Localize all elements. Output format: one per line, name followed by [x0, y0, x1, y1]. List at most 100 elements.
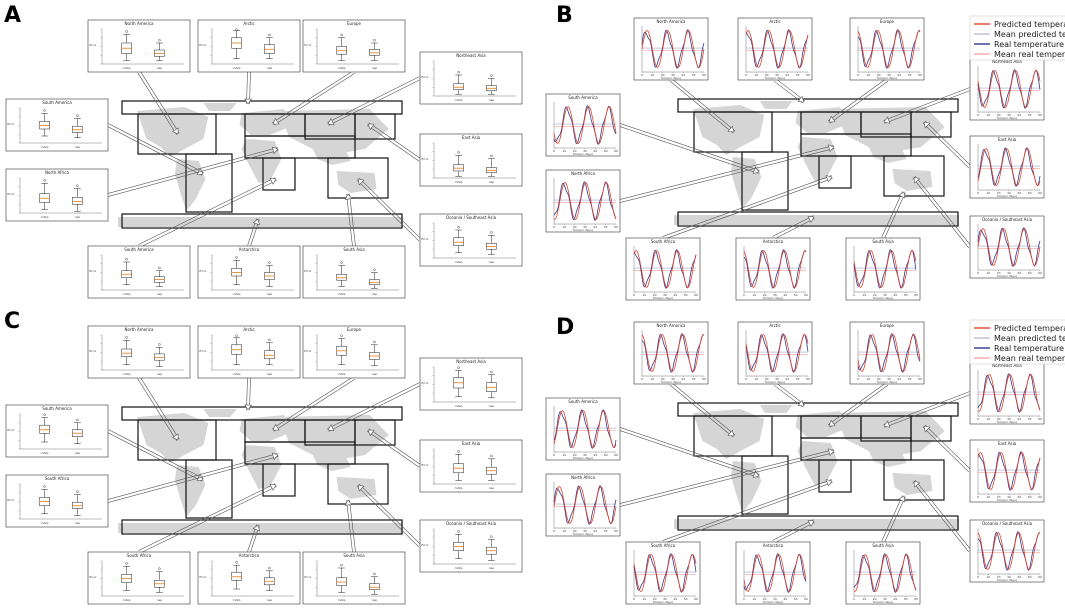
- x-tick-label: mAtp: [455, 566, 463, 570]
- map-land: [239, 415, 289, 441]
- arrow-head: [827, 448, 835, 457]
- y-axis-label: Error: [89, 43, 97, 47]
- outlier: [457, 450, 460, 453]
- map-land: [203, 409, 237, 417]
- x-tick-label: 50: [1028, 495, 1032, 499]
- subplot-title: South Africa: [127, 553, 152, 558]
- x-tick-label: 40: [593, 453, 597, 457]
- x-tick-label: 30: [887, 377, 891, 381]
- x-tick-label: 50: [1028, 271, 1032, 275]
- outlier: [43, 179, 46, 182]
- x-tick-label: mAtp: [233, 292, 241, 296]
- arrow-head: [828, 419, 836, 427]
- map-land: [759, 101, 793, 109]
- x-tick-label: 60: [614, 149, 618, 153]
- x-tick-label: 20: [997, 113, 1001, 117]
- outlier: [158, 39, 161, 42]
- x-tick-label: 30: [773, 293, 777, 297]
- outlier: [158, 343, 161, 346]
- world-map: [674, 405, 959, 529]
- arrow-line: [246, 71, 248, 104]
- arrow-head: [807, 519, 815, 527]
- x-tick-label: nap: [372, 292, 378, 296]
- x-tick-label: 40: [681, 73, 685, 77]
- arrow-line: [108, 123, 204, 173]
- outlier: [268, 261, 271, 264]
- map-land: [892, 169, 933, 191]
- predicted-temperature-line: [857, 334, 921, 372]
- x-tick-label: mAtp: [338, 372, 346, 376]
- arrow-line: [620, 148, 835, 203]
- x-tick-label: 40: [893, 293, 897, 297]
- x-tick-label: 30: [671, 377, 675, 381]
- north-america-box: [137, 113, 217, 155]
- x-tick-label: 50: [908, 73, 912, 77]
- arrow-head: [825, 479, 833, 487]
- box: [72, 197, 83, 205]
- outlier: [340, 33, 343, 37]
- real-temperature-line: [745, 333, 809, 373]
- predicted-temperature-line: [977, 532, 1041, 570]
- outlier: [76, 184, 79, 187]
- arrow-line: [772, 215, 814, 237]
- x-tick-label: 0: [857, 73, 859, 77]
- outlier: [76, 490, 79, 493]
- x-tick-label: 20: [653, 293, 657, 297]
- x-tick-label: 30: [1007, 113, 1011, 117]
- south-america-box: [741, 151, 789, 211]
- y-axis-label: Error: [7, 498, 15, 502]
- arrow-head: [171, 433, 179, 441]
- real-temperature-line: [641, 333, 705, 373]
- x-axis-label: time(in days): [997, 194, 1017, 198]
- predicted-temperature-line: [553, 106, 617, 144]
- x-tick-label: nap: [157, 598, 163, 602]
- x-tick-label: 40: [783, 597, 787, 601]
- outlier: [457, 225, 460, 229]
- arrow-line: [107, 126, 203, 176]
- subplot-frame: [845, 541, 921, 605]
- y-axis-label: Error: [421, 157, 429, 161]
- arrow-line: [881, 495, 903, 542]
- subplot-frame: [419, 439, 523, 493]
- x-tick-label: nap: [157, 372, 163, 376]
- north-africa-box: [244, 135, 356, 159]
- arrow-head: [898, 495, 906, 503]
- x-tick-label: 50: [1028, 113, 1032, 117]
- oceania-box: [883, 459, 945, 501]
- subplot-frame: [197, 245, 301, 299]
- x-tick-label: 20: [765, 73, 769, 77]
- x-tick-label: 0: [977, 575, 979, 579]
- subplot-frame: [197, 19, 301, 73]
- x-axis-label: time(in days): [763, 600, 783, 604]
- x-tick-label: 10: [752, 597, 756, 601]
- predicted-temperature-line: [977, 374, 1041, 412]
- map-land: [731, 157, 762, 209]
- x-tick-label: 30: [1007, 271, 1011, 275]
- predicted-temperature-line: [745, 334, 809, 372]
- east-asia-box: [354, 113, 396, 140]
- arrow-line: [140, 377, 180, 440]
- x-axis-label: time(in days): [573, 152, 593, 156]
- arrow-line: [924, 120, 972, 167]
- map-land: [241, 139, 282, 183]
- outlier: [373, 572, 376, 576]
- predicted-temperature-line: [857, 30, 921, 68]
- outlier: [158, 266, 161, 270]
- subplot-frame: [5, 404, 109, 458]
- real-temperature-line: [857, 29, 921, 69]
- box: [369, 583, 380, 590]
- map-land: [137, 413, 209, 463]
- map-land: [336, 477, 377, 499]
- x-tick-label: 30: [883, 293, 887, 297]
- x-tick-label: 20: [573, 453, 577, 457]
